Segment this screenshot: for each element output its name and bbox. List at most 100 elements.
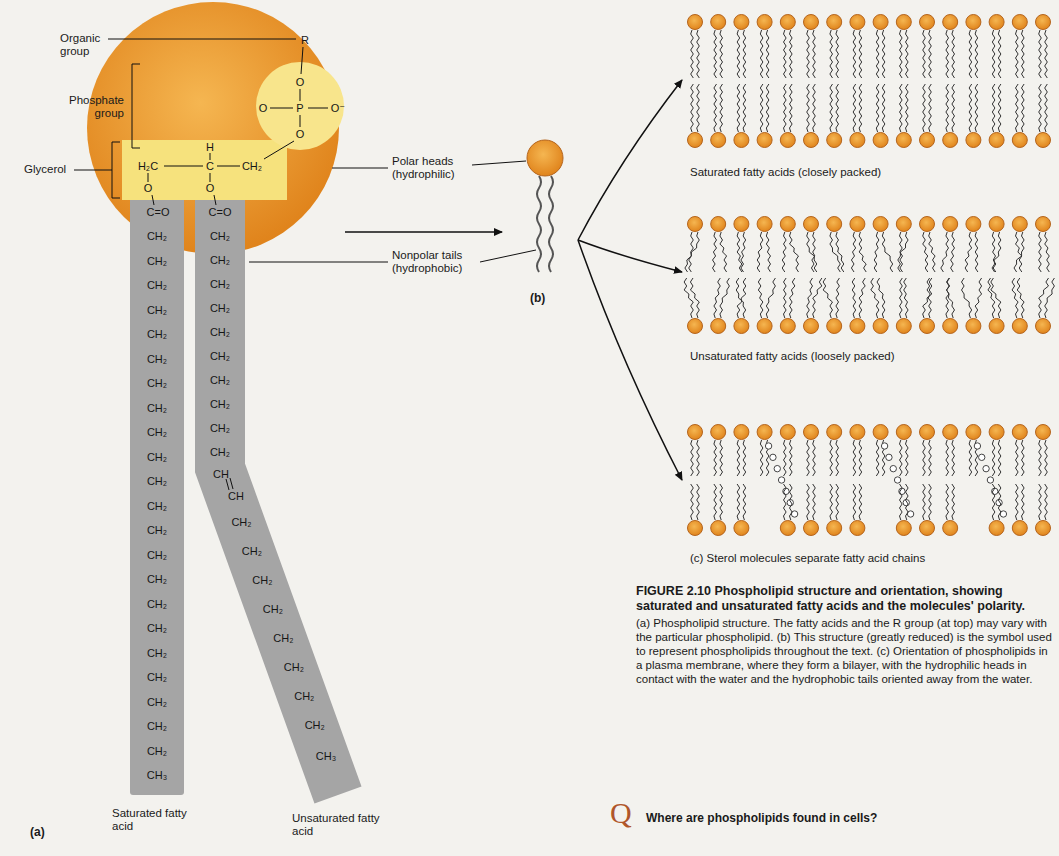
lipid-tail	[874, 232, 879, 272]
sterol-ring	[770, 454, 776, 460]
lipid-tail	[807, 440, 810, 476]
lipid-head	[780, 319, 795, 334]
sterol-ring	[765, 443, 771, 449]
lipid-tail	[766, 232, 770, 272]
lipid-tail	[836, 440, 839, 476]
chemical-group: O	[296, 76, 305, 88]
chemical-group: CH₂	[147, 426, 167, 438]
lipid-head	[711, 133, 726, 148]
lipid-tail	[760, 30, 763, 78]
lipid-tail	[1045, 278, 1055, 318]
chemical-group: CH₂	[210, 254, 230, 266]
lipid-tail	[871, 278, 879, 318]
lipid-head	[734, 133, 749, 148]
chemical-group: CH₂	[210, 374, 230, 386]
sterol-ring	[987, 477, 993, 483]
lipid-head	[780, 15, 795, 30]
lipid-head	[711, 15, 726, 30]
lipid-tail	[813, 30, 816, 78]
lipid-tail	[830, 440, 833, 476]
lipid-head	[827, 319, 842, 334]
lipid-head	[804, 319, 819, 334]
arrow	[578, 240, 682, 480]
lipid-tail	[766, 30, 769, 78]
lipid-tail	[836, 30, 839, 78]
lipid-tail	[900, 440, 903, 476]
lipid-head	[989, 217, 1004, 232]
lipid-head	[873, 425, 888, 440]
lipid-head	[1036, 521, 1051, 536]
lipid-tail	[923, 84, 926, 132]
lipid-head	[896, 133, 911, 148]
lipid-tail	[720, 484, 723, 520]
chemical-group: CH₂	[147, 279, 167, 291]
lipid-tail	[1016, 30, 1019, 78]
lipid-tail	[830, 30, 833, 78]
lipid-tail	[823, 278, 832, 318]
lipid-tail	[952, 440, 955, 476]
chemical-group: CH₂	[210, 302, 230, 314]
lipid-tail	[807, 484, 810, 520]
lipid-tail	[1039, 440, 1042, 476]
chemical-group: CH₂	[147, 377, 167, 389]
lipid-tail	[998, 484, 1001, 520]
lipid-tail	[929, 232, 935, 272]
lipid-tail	[975, 232, 978, 272]
lipid-head	[1012, 217, 1027, 232]
lipid-tail	[813, 440, 816, 476]
lipid-head	[1036, 133, 1051, 148]
lipid-head	[827, 521, 842, 536]
chemical-group: CH₂	[242, 160, 262, 172]
chemical-group: CH₂	[210, 230, 230, 242]
lipid-head	[873, 15, 888, 30]
lipid-head	[850, 217, 865, 232]
lipid-head	[734, 425, 749, 440]
lipid-tail	[836, 484, 839, 520]
lipid-tail	[853, 440, 856, 476]
lipid-tail	[853, 484, 856, 520]
chemical-group: CH₂	[210, 326, 230, 338]
bond	[210, 173, 211, 182]
chemical-group: CH₂	[263, 603, 283, 615]
saturated-tail	[130, 180, 184, 795]
glycerol-band	[122, 140, 287, 200]
lipid-tail	[965, 232, 972, 272]
lipid-tail	[784, 440, 787, 476]
lipid-head	[920, 217, 935, 232]
lipid-tail	[853, 84, 856, 132]
lipid-head	[920, 15, 935, 30]
lipid-tail	[836, 278, 840, 318]
chemical-group: CH₂	[147, 696, 167, 708]
chemical-group: CH₂	[252, 574, 272, 586]
lipid-head	[804, 15, 819, 30]
lipid-head	[989, 425, 1004, 440]
lipid-tail	[691, 484, 694, 520]
lipid-tail	[813, 84, 816, 132]
label: Saturated fatty acids (closely packed)	[690, 166, 1050, 179]
lipid-tail	[859, 30, 862, 78]
sterol-ring	[974, 443, 980, 449]
lipid-tail	[720, 232, 727, 272]
lipid-tail	[853, 30, 856, 78]
lipid-tail	[923, 232, 928, 272]
lipid-head	[1012, 15, 1027, 30]
lipid-tail	[743, 484, 746, 520]
lipid-tail	[830, 232, 840, 272]
chemical-group: CH	[213, 468, 229, 480]
lipid-tail	[1045, 84, 1048, 132]
lipid-head	[688, 217, 703, 232]
lipid-tail	[743, 30, 746, 78]
lipid-tail	[1022, 440, 1025, 476]
lipid-head	[989, 133, 1004, 148]
chemical-group: CH₂	[294, 690, 314, 702]
lipid-head	[896, 521, 911, 536]
leader-line	[108, 39, 296, 40]
lipid-tail	[904, 278, 908, 318]
lipid-tail	[951, 232, 955, 272]
lipid-tail	[1017, 278, 1024, 318]
chemical-group: CH₂	[147, 745, 167, 757]
double-bond	[230, 478, 233, 489]
sterol-ring	[886, 454, 892, 460]
symbol-head	[527, 140, 563, 176]
lipid-head	[943, 15, 958, 30]
